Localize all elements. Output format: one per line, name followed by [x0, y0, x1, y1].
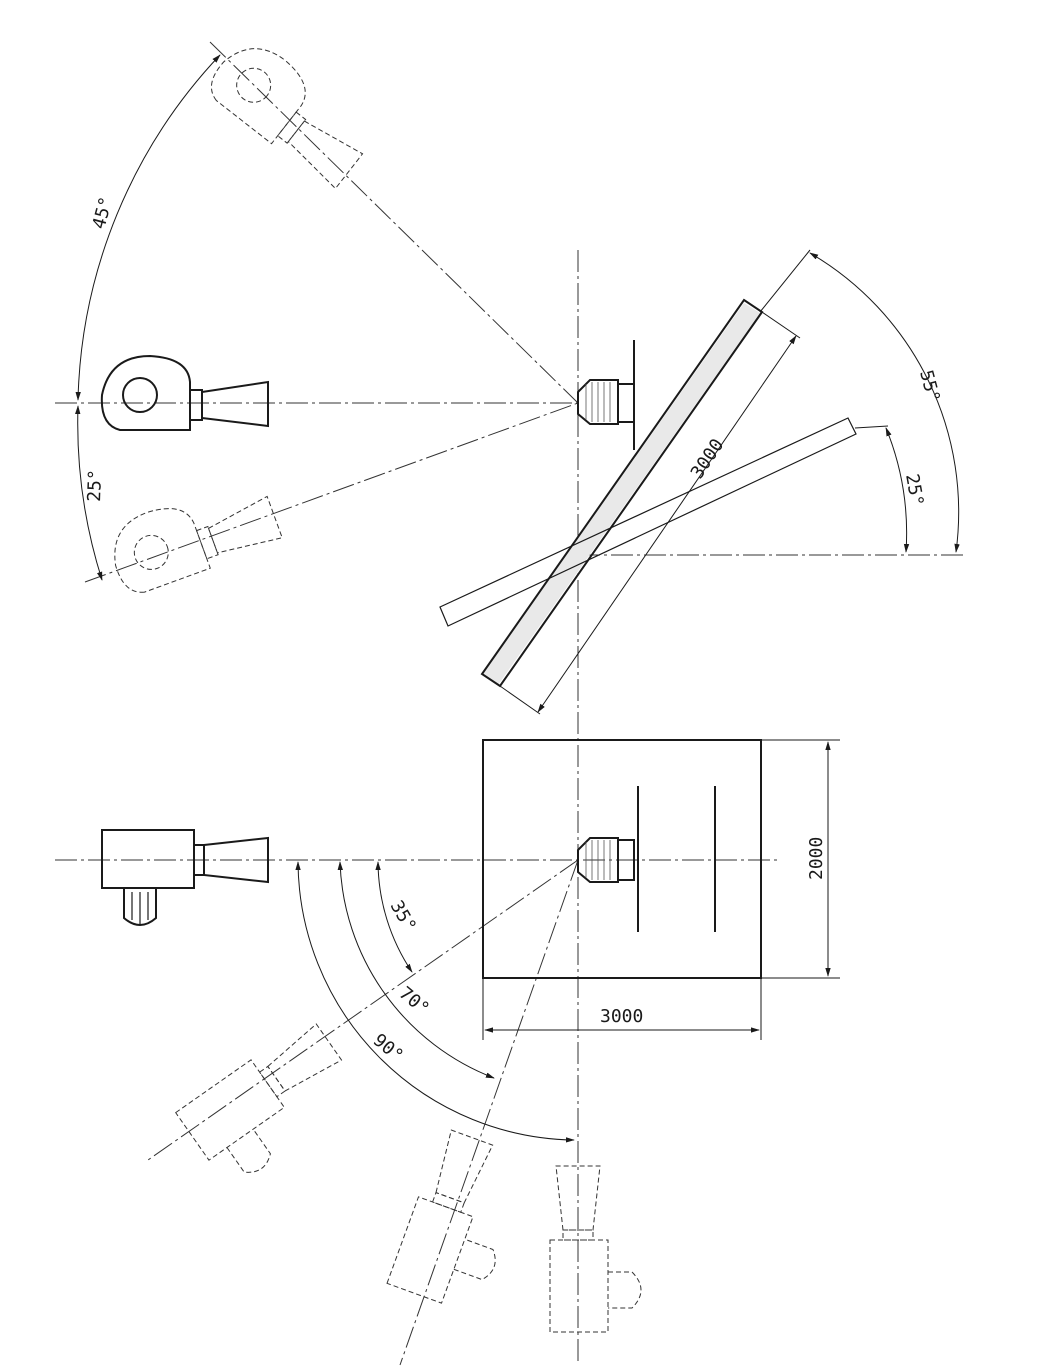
- dimension-bottom-angles: 35° 70° 90°: [295, 861, 575, 1143]
- angle-35-label: 35°: [386, 897, 420, 936]
- angle-90-label: 90°: [369, 1030, 407, 1067]
- motor-shaft-circle: [122, 377, 158, 413]
- top-unit-solid: [100, 354, 269, 431]
- nozzle-cone: [201, 380, 269, 428]
- coupling: [189, 389, 203, 421]
- angle-25-left-label: 25°: [84, 469, 106, 502]
- bottom-target-head: [577, 837, 635, 883]
- motor-housing: [100, 354, 191, 431]
- bottom-unit-ghost-35: [174, 1023, 343, 1173]
- bottom-height-label: 2000: [806, 837, 827, 880]
- beam-solid: [480, 298, 764, 688]
- angle-55-label: 55°: [915, 368, 944, 405]
- dimension-bottom: 3000 2000: [482, 739, 840, 1040]
- bottom-frame: [482, 739, 762, 979]
- dimension-right-angles: 55° 25°: [759, 249, 960, 553]
- head-flange: [617, 383, 635, 423]
- top-target-head: [577, 340, 635, 450]
- center-lines: [55, 41, 965, 1366]
- dimension-top-length: 3000: [499, 311, 801, 715]
- top-25-ray: [84, 402, 579, 583]
- top-unit-ghost-45: [210, 48, 364, 190]
- bottom-width-label: 3000: [600, 1006, 643, 1027]
- top-45-ray: [209, 41, 579, 404]
- top-unit-ghost-25: [114, 495, 283, 593]
- bottom-35-ray: [147, 859, 579, 1161]
- bottom-unit-ghost-90: [549, 1165, 642, 1333]
- dimension-left-angles: 45° 25°: [75, 54, 221, 581]
- bottom-unit-solid: [101, 829, 269, 926]
- bottom-70-ray: [399, 859, 579, 1366]
- bottom-unit-ghost-70: [386, 1129, 496, 1304]
- target-rectangle: [482, 739, 762, 979]
